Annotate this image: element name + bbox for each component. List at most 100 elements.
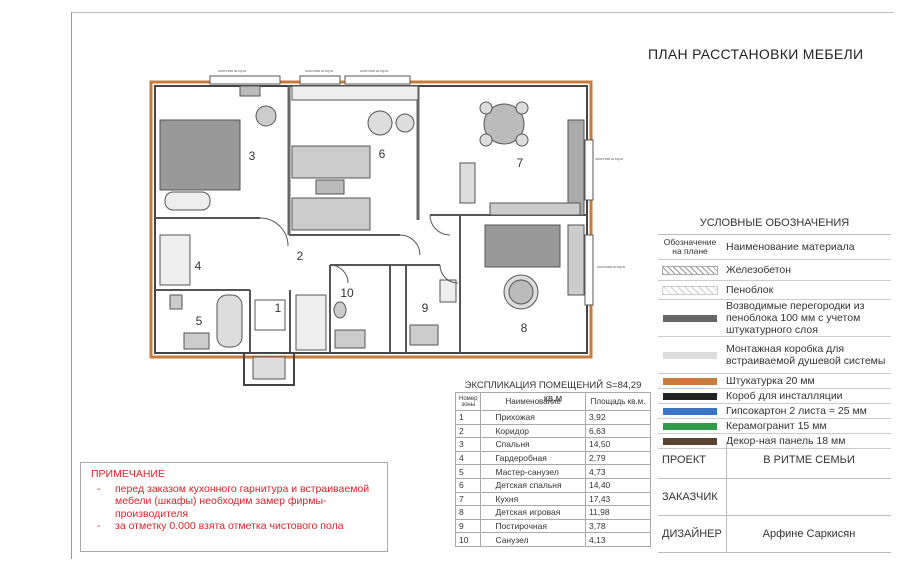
legend-item-name: Монтажная коробка для встраиваемой душев… <box>726 343 886 367</box>
cell-n: 7 <box>454 491 482 507</box>
legend-swatch <box>663 407 717 415</box>
cell-area: 2,79 <box>585 450 651 466</box>
window-label: оконная штора <box>360 68 389 73</box>
legend-item-name: Декор-ная панель 18 мм <box>726 435 846 447</box>
legend-col-name: Наименование материала <box>726 241 855 253</box>
col-name-header: Наименование <box>480 392 586 411</box>
room-number: 7 <box>517 156 524 170</box>
cell-n: 4 <box>454 450 482 466</box>
legend-row: Штукатурка 20 мм <box>658 374 891 389</box>
room-number: 2 <box>297 249 304 263</box>
window-label: оконная штора <box>305 68 334 73</box>
legend-row: Короб для инсталляции <box>658 389 891 404</box>
note-box: ПРИМЕЧАНИЕ перед заказом кухонного гарни… <box>80 462 388 552</box>
legend-row: Железобетон <box>658 260 891 281</box>
cell-n: 3 <box>454 437 482 452</box>
room-number: 9 <box>422 301 429 315</box>
legend-item-name: Штукатурка 20 мм <box>726 375 815 387</box>
legend-item-name: Короб для инсталляции <box>726 390 843 402</box>
cell-area: 4,13 <box>585 532 651 547</box>
col-num-header: Номер зоны <box>454 392 482 411</box>
cell-name: Постирочная <box>480 518 586 534</box>
cell-n: 6 <box>454 477 482 493</box>
designer-label: ДИЗАЙНЕР <box>658 516 727 552</box>
cell-area: 14,40 <box>585 477 651 493</box>
room-number: 1 <box>275 301 282 315</box>
legend-swatch <box>663 377 717 385</box>
legend: УСЛОВНЫЕ ОБОЗНАЧЕНИЯ Обозначение на план… <box>658 212 891 449</box>
cell-name: Кухня <box>480 491 586 507</box>
legend-swatch <box>663 351 717 359</box>
note-item: за отметку 0.000 взята отметка чистового… <box>97 520 387 533</box>
cell-area: 3,78 <box>585 518 651 534</box>
room-number: 5 <box>196 314 203 328</box>
window-label: оконная штора <box>595 156 624 161</box>
cell-n: 5 <box>454 464 482 479</box>
legend-row: Пеноблок <box>658 281 891 300</box>
window-label: оконная штора <box>218 68 247 73</box>
cell-name: Санузел <box>480 532 586 547</box>
legend-swatch <box>663 392 717 400</box>
legend-item-name: Керамогранит 15 мм <box>726 420 827 432</box>
cell-area: 3,92 <box>585 410 651 425</box>
cell-area: 14,50 <box>585 437 651 452</box>
room-number: 3 <box>249 149 256 163</box>
cell-area: 6,63 <box>585 423 651 439</box>
client-label: ЗАКАЗЧИК <box>658 479 727 515</box>
cell-name: Гардеробная <box>480 450 586 466</box>
cell-n: 9 <box>454 518 482 534</box>
project-value: В РИТМЕ СЕМЬИ <box>763 454 855 466</box>
room-number: 6 <box>379 147 386 161</box>
legend-row: Монтажная коробка для встраиваемой душев… <box>658 337 891 374</box>
cell-name: Детская спальня <box>480 477 586 493</box>
cell-name: Мастер-санузел <box>480 464 586 479</box>
cell-name: Детская игровая <box>480 505 586 520</box>
legend-col-symbol: Обозначение на плане <box>663 237 717 256</box>
legend-swatch <box>663 422 717 430</box>
cell-n: 10 <box>454 532 482 547</box>
legend-swatch <box>663 437 717 445</box>
room-number: 4 <box>195 259 202 273</box>
drawing-sheet <box>71 12 894 559</box>
note-heading: ПРИМЕЧАНИЕ <box>91 468 165 480</box>
col-area-header: Площадь кв.м. <box>585 392 651 411</box>
legend-swatch <box>662 265 718 275</box>
explication-table: ЭКСПЛИКАЦИЯ ПОМЕЩЕНИЙ S=84,29 кв.м Номер… <box>454 379 651 547</box>
legend-row: Керамогранит 15 мм <box>658 419 891 434</box>
cell-name: Коридор <box>480 423 586 439</box>
cell-area: 4,73 <box>585 464 651 479</box>
legend-item-name: Возводимые перегородки из пеноблока 100 … <box>726 300 865 336</box>
legend-item-name: Пеноблок <box>726 284 774 296</box>
project-label: ПРОЕКТ <box>658 442 727 478</box>
title-block: ПРОЕКТ В РИТМЕ СЕМЬИ ЗАКАЗЧИК ДИЗАЙНЕР Арф… <box>658 442 891 553</box>
page-title: ПЛАН РАССТАНОВКИ МЕБЕЛИ <box>648 46 864 62</box>
cell-name: Прихожая <box>480 410 586 425</box>
legend-swatch <box>662 285 718 295</box>
legend-item-name: Гипсокартон 2 листа = 25 мм <box>726 405 867 417</box>
room-number: 10 <box>340 286 354 300</box>
cell-n: 2 <box>454 423 482 439</box>
window-label: оконная штора <box>597 264 626 269</box>
cell-area: 17,43 <box>585 491 651 507</box>
explication-heading: ЭКСПЛИКАЦИЯ ПОМЕЩЕНИЙ S=84,29 кв.м <box>464 380 642 404</box>
cell-area: 11,98 <box>585 505 651 520</box>
cell-n: 1 <box>454 410 482 425</box>
legend-row: Возводимые перегородки из пеноблока 100 … <box>658 300 891 337</box>
legend-heading: УСЛОВНЫЕ ОБОЗНАЧЕНИЯ <box>658 212 891 235</box>
designer-value: Арфине Саркисян <box>762 528 856 540</box>
cell-name: Спальня <box>480 437 586 452</box>
cell-n: 8 <box>454 505 482 520</box>
legend-row: Декор-ная панель 18 мм <box>658 434 891 449</box>
note-item: перед заказом кухонного гарнитура и встр… <box>97 483 387 521</box>
